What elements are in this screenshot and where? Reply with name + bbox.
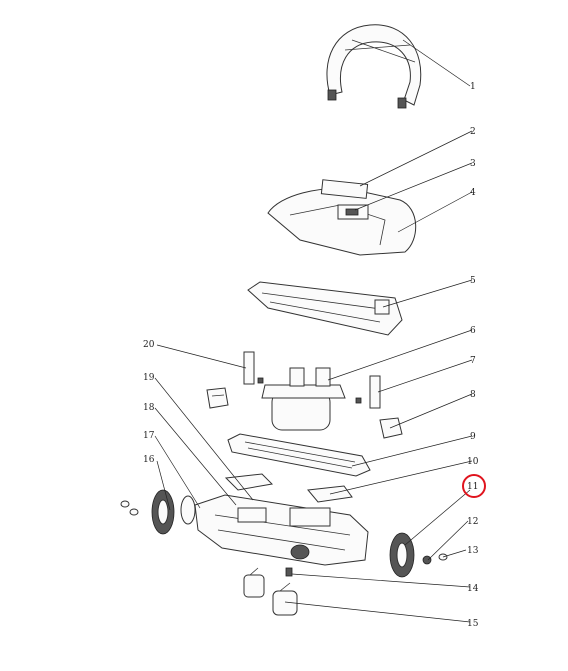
label-17: 17 (143, 431, 155, 441)
part-pads (224, 473, 353, 503)
part-base-body (194, 494, 369, 566)
label-16: 16 (143, 455, 155, 465)
label-2: 2 (470, 127, 476, 137)
label-9: 9 (470, 432, 476, 442)
part-handle (326, 24, 422, 109)
label-10: 10 (467, 457, 479, 467)
label-12: 12 (467, 517, 478, 527)
label-14: 14 (467, 584, 479, 594)
part-filter-plate (227, 433, 371, 477)
part-clip-right (379, 417, 403, 439)
label-11: 11 (467, 482, 478, 492)
part-casters (243, 567, 298, 616)
label-7: 7 (470, 356, 476, 366)
label-1: 1 (470, 82, 476, 92)
label-3: 3 (470, 159, 476, 169)
part-clip-left (206, 387, 229, 409)
label-19: 19 (143, 373, 155, 383)
label-13: 13 (467, 546, 479, 556)
highlight-circle (462, 474, 486, 498)
part-wheel-right (389, 532, 415, 578)
label-15: 15 (467, 619, 479, 629)
label-18: 18 (143, 403, 155, 413)
part-frame (247, 281, 403, 336)
leader-lines (154, 39, 473, 623)
part-latch-right (355, 375, 381, 409)
part-latch-left (243, 351, 264, 385)
part-top-cover (267, 179, 417, 256)
part-motor (261, 367, 346, 431)
label-6: 6 (470, 326, 476, 336)
part-nuts (422, 553, 448, 565)
label-4: 4 (470, 188, 476, 198)
callout-labels: 1 2 3 4 5 6 7 8 9 10 11 12 13 14 15 16 1… (143, 82, 479, 629)
label-20: 20 (143, 340, 155, 350)
label-8: 8 (470, 390, 476, 400)
part-gear-left (180, 495, 196, 525)
part-wheel-left (120, 489, 175, 535)
label-5: 5 (470, 276, 476, 286)
